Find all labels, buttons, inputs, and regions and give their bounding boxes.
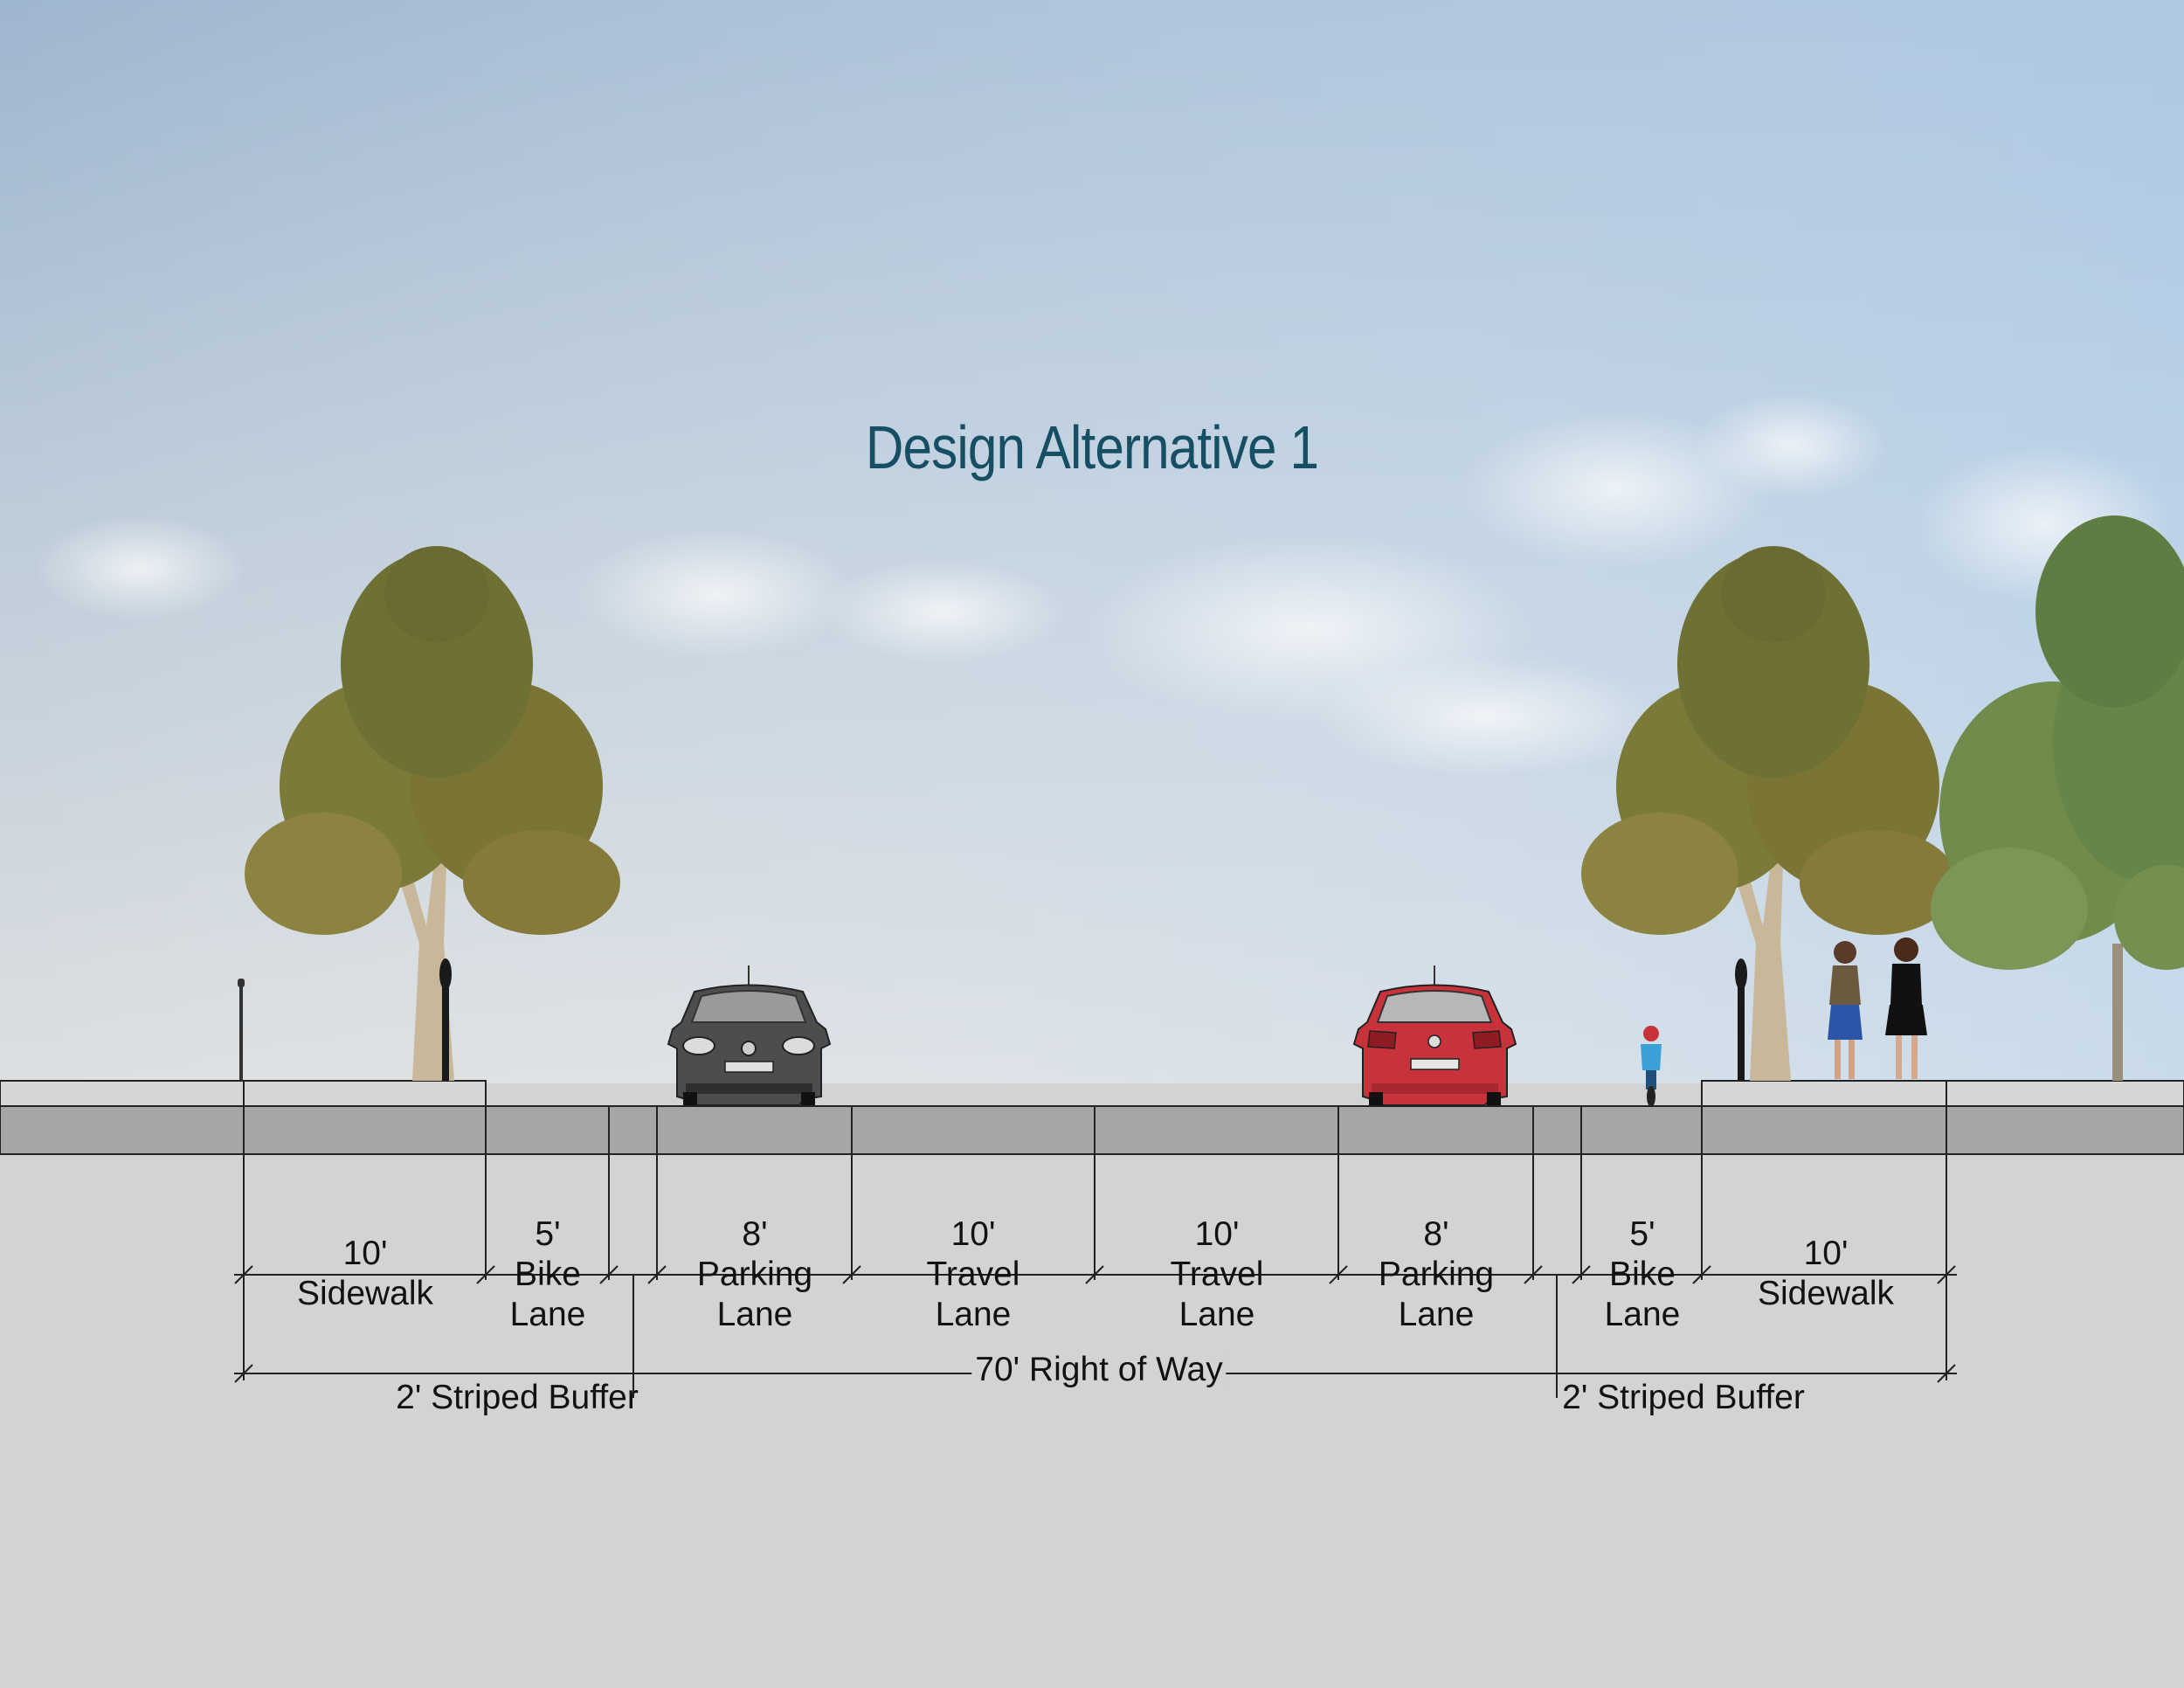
segment-name: Bike: [1609, 1256, 1676, 1293]
segment-name: Lane: [509, 1296, 586, 1333]
segment-name: Bike: [515, 1256, 581, 1293]
segment-label-left-travel-lane: 10' Travel Lane: [927, 1214, 1020, 1335]
segment-label-right-bike-lane: 5' Bike Lane: [1605, 1214, 1681, 1335]
segment-label-right-travel-lane: 10' Travel Lane: [1171, 1214, 1264, 1335]
segment-name: Travel: [1170, 1256, 1264, 1293]
segment-width: 5': [535, 1215, 561, 1253]
segment-label-right-sidewalk: 10' Sidewalk: [1758, 1234, 1894, 1314]
clouds: [35, 393, 2175, 778]
segment-width: 8': [1423, 1215, 1449, 1253]
segment-name: Sidewalk: [296, 1275, 434, 1312]
segment-name: Travel: [926, 1256, 1020, 1293]
sign-post-icon: [238, 979, 245, 1081]
segment-name: Lane: [1178, 1296, 1255, 1333]
street-lamp-icon: [1735, 958, 1747, 1081]
segment-name: Parking: [1378, 1256, 1495, 1293]
page-title: Design Alternative 1: [865, 413, 1319, 481]
segment-dimension-line: [234, 1265, 1957, 1284]
segment-width: 8': [742, 1215, 768, 1253]
cyclist-icon: [1641, 1026, 1662, 1107]
right-buffer-label: 2' Striped Buffer: [1562, 1379, 1805, 1416]
pedestrian-icon: [1828, 941, 1863, 1079]
segment-label-left-sidewalk: 10' Sidewalk: [297, 1234, 433, 1314]
pedestrian-icon: [1885, 937, 1927, 1079]
segment-name: Sidewalk: [1757, 1275, 1895, 1312]
segment-label-right-parking-lane: 8' Parking Lane: [1379, 1214, 1494, 1335]
segment-width: 10': [950, 1215, 996, 1253]
segment-name: Lane: [935, 1296, 1012, 1333]
segment-width: 10': [1194, 1215, 1240, 1253]
street-lamp-icon: [439, 958, 452, 1081]
pavement-band: [0, 1105, 2184, 1155]
segment-name: Lane: [716, 1296, 793, 1333]
car-icon: [667, 965, 832, 1106]
segment-width: 5': [1629, 1215, 1655, 1253]
segment-name: Lane: [1604, 1296, 1681, 1333]
extension-lines: [243, 1154, 1947, 1398]
right-sidewalk: [1701, 1080, 2184, 1107]
segment-name: Lane: [1398, 1296, 1475, 1333]
left-buffer-label: 2' Striped Buffer: [396, 1379, 639, 1416]
tree-icon: [245, 546, 620, 1081]
tree-icon: [1931, 515, 2184, 1081]
segment-width: 10': [1803, 1235, 1849, 1272]
segment-width: 10': [342, 1235, 388, 1272]
tree-icon: [1581, 546, 1957, 1081]
ground: [0, 1106, 2184, 1688]
right-of-way-label: 70' Right of Way: [971, 1350, 1227, 1390]
segment-dividers: [243, 1081, 1947, 1154]
segment-label-left-bike-lane: 5' Bike Lane: [510, 1214, 586, 1335]
segment-label-left-parking-lane: 8' Parking Lane: [697, 1214, 812, 1335]
car-icon: [1352, 965, 1517, 1106]
segment-name: Parking: [696, 1256, 813, 1293]
